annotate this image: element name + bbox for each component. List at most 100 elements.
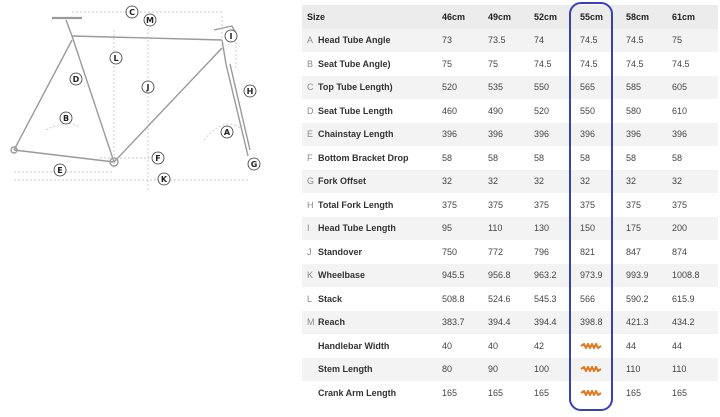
- value-cell-46cm: 73: [442, 28, 489, 52]
- row-letter: A: [302, 28, 314, 52]
- value-cell-55cm: 32: [580, 169, 627, 193]
- value-cell-52cm: 32: [534, 169, 581, 193]
- value-cell-55cm: 74.5: [580, 28, 627, 52]
- value-cell-55cm: 550: [580, 99, 627, 123]
- value-cell-49cm: 40: [488, 334, 535, 358]
- value-cell-52cm: 58: [534, 146, 581, 170]
- size-header-55: 55cm: [580, 5, 627, 29]
- value-cell-46cm: 58: [442, 146, 489, 170]
- value-cell-58cm: 847: [626, 240, 673, 264]
- svg-text:D: D: [73, 75, 80, 84]
- svg-text:B: B: [63, 114, 69, 123]
- row-letter: D: [302, 99, 314, 123]
- label-h: H: [243, 84, 257, 98]
- diagram-labels: C M I L D J H B A F G E K: [53, 5, 261, 186]
- size-header-58: 58cm: [626, 5, 673, 29]
- row-name-seat-tube-angle: Seat Tube Angle): [314, 52, 443, 76]
- row-letter: E: [302, 122, 314, 146]
- value-cell-61cm: 375: [672, 193, 719, 217]
- value-cell-58cm: 165: [626, 381, 673, 405]
- value-cell-61cm: 32: [672, 169, 719, 193]
- row-letter: L: [302, 287, 314, 311]
- value-cell-61cm: 615.9: [672, 287, 719, 311]
- value-cell-61cm: 74.5: [672, 52, 719, 76]
- value-cell-46cm: 460: [442, 99, 489, 123]
- table-header-row: Size 46cm 49cm 52cm 55cm 58cm 61cm: [302, 5, 719, 29]
- value-cell-55cm: 375: [580, 193, 627, 217]
- value-cell-46cm: 40: [442, 334, 489, 358]
- value-cell-49cm: 535: [488, 75, 535, 99]
- value-cell-49cm: 73.5: [488, 28, 535, 52]
- value-cell-61cm: 44: [672, 334, 719, 358]
- value-cell-46cm: 945.5: [442, 263, 489, 287]
- row-letter: B: [302, 52, 314, 76]
- value-cell-58cm: 580: [626, 99, 673, 123]
- value-cell-49cm: 75: [488, 52, 535, 76]
- value-cell-52cm: 396: [534, 122, 581, 146]
- label-i: I: [224, 29, 238, 43]
- value-cell-58cm: 58: [626, 146, 673, 170]
- value-cell-58cm: 396: [626, 122, 673, 146]
- value-cell-61cm: 165: [672, 381, 719, 405]
- row-letter: F: [302, 146, 314, 170]
- label-j: J: [141, 80, 155, 94]
- svg-text:C: C: [129, 8, 135, 17]
- label-l: L: [109, 51, 123, 65]
- size-header-46: 46cm: [442, 5, 489, 29]
- value-cell-49cm: 90: [488, 357, 535, 381]
- value-cell-55cm: 565: [580, 75, 627, 99]
- svg-text:L: L: [113, 54, 118, 63]
- value-cell-52cm: 394.4: [534, 310, 581, 334]
- value-cell-58cm: 993.9: [626, 263, 673, 287]
- value-cell-61cm: 110: [672, 357, 719, 381]
- row-name-head-tube-angle: Head Tube Angle: [314, 28, 443, 52]
- value-cell-52cm: 545.3: [534, 287, 581, 311]
- value-cell-61cm: 434.2: [672, 310, 719, 334]
- value-cell-52cm: 550: [534, 75, 581, 99]
- value-cell-58cm: 175: [626, 216, 673, 240]
- value-cell-49cm: 490: [488, 99, 535, 123]
- svg-text:J: J: [146, 83, 150, 92]
- size-header-52: 52cm: [534, 5, 581, 29]
- row-letter: [302, 334, 314, 358]
- row-letter: J: [302, 240, 314, 264]
- redacted-scribble: [580, 366, 602, 373]
- value-cell-58cm: 585: [626, 75, 673, 99]
- label-d: D: [69, 72, 83, 86]
- redacted-scribble: [580, 389, 602, 396]
- value-cell-55cm: 150: [580, 216, 627, 240]
- value-cell-46cm: 375: [442, 193, 489, 217]
- size-header-61: 61cm: [672, 5, 719, 29]
- row-name-chainstay-length: Chainstay Length: [314, 122, 443, 146]
- value-cell-49cm: 165: [488, 381, 535, 405]
- value-cell-46cm: 396: [442, 122, 489, 146]
- bike-frame: [10, 16, 251, 167]
- value-cell-58cm: 110: [626, 357, 673, 381]
- svg-text:M: M: [146, 16, 154, 25]
- svg-text:H: H: [247, 87, 254, 96]
- value-cell-49cm: 772: [488, 240, 535, 264]
- value-cell-61cm: 610: [672, 99, 719, 123]
- row-name-top-tube-length: Top Tube Length): [314, 75, 443, 99]
- label-m: M: [143, 13, 157, 27]
- value-cell-55cm: 821: [580, 240, 627, 264]
- value-cell-58cm: 44: [626, 334, 673, 358]
- bike-geometry-diagram: C M I L D J H B A F G E K: [10, 5, 261, 190]
- value-cell-55cm: 74.5: [580, 52, 627, 76]
- value-cell-58cm: 421.3: [626, 310, 673, 334]
- value-cell-46cm: 520: [442, 75, 489, 99]
- value-cell-55cm: 566: [580, 287, 627, 311]
- row-letter: C: [302, 75, 314, 99]
- label-c: C: [125, 5, 139, 19]
- value-cell-49cm: 375: [488, 193, 535, 217]
- row-letter: K: [302, 263, 314, 287]
- row-letter: [302, 357, 314, 381]
- value-cell-49cm: 110: [488, 216, 535, 240]
- value-cell-46cm: 32: [442, 169, 489, 193]
- row-name-reach: Reach: [314, 310, 443, 334]
